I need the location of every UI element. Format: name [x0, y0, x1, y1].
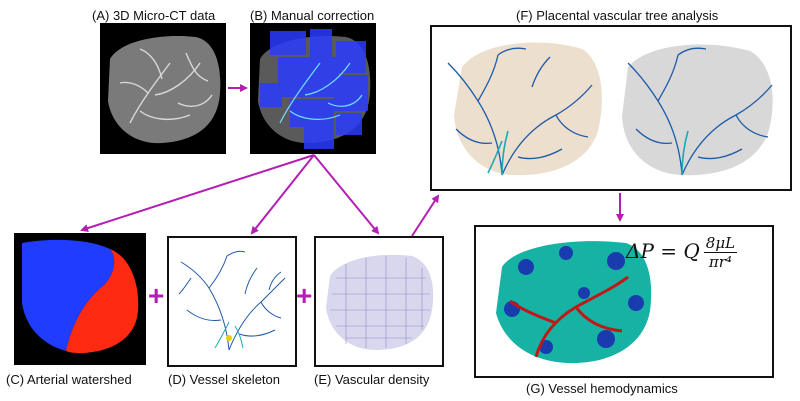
watershed-blue-region: [22, 239, 115, 351]
watershed-red-region: [66, 249, 139, 353]
hemo-red-vessels: [509, 275, 629, 358]
gray-density-cloud: [622, 44, 773, 176]
micro-ct-organ: [108, 35, 221, 144]
vascular-density-panel: [314, 236, 444, 367]
arrow-e-to-f: [411, 194, 440, 237]
label-vascular-tree-analysis: (F) Placental vascular tree analysis: [516, 8, 719, 23]
manual-correction-image: [250, 23, 376, 154]
left-vessel-tree: [447, 47, 593, 176]
label-manual-correction: (B) Manual correction: [250, 8, 375, 23]
arrow-b-to-e: [313, 154, 380, 235]
arterial-watershed-image: [14, 233, 146, 365]
right-vessel-tree: [627, 47, 773, 176]
label-vascular-density: (E) Vascular density: [314, 372, 430, 387]
tan-density-cloud: [454, 42, 602, 176]
formula-lhs: ΔP = Q: [626, 239, 700, 263]
plus-operator-1: +: [148, 280, 165, 311]
vessel-hemodynamics-panel: [474, 225, 774, 378]
label-vessel-skeleton: (D) Vessel skeleton: [168, 372, 280, 387]
micro-ct-vessels: [119, 48, 213, 124]
label-arterial-watershed: (C) Arterial watershed: [6, 372, 132, 387]
formula-denominator: πr⁴: [708, 253, 732, 271]
label-vessel-hemodynamics: (G) Vessel hemodynamics: [526, 381, 678, 396]
micro-ct-image: [100, 23, 226, 154]
density-cloud: [326, 254, 434, 350]
label-micro-ct: (A) 3D Micro-CT data: [92, 8, 216, 23]
plus-operator-2: +: [296, 280, 313, 311]
arrow-b-to-c: [80, 154, 315, 232]
formula-numerator: 8μL: [703, 234, 738, 253]
correction-blocks: [260, 29, 368, 149]
arrow-b-to-d: [250, 154, 315, 235]
skeleton-branches: [178, 250, 286, 351]
hemo-teal-mass: [496, 241, 652, 363]
vascular-tree-analysis-panel: [430, 25, 792, 191]
vessel-skeleton-panel: [167, 236, 297, 367]
